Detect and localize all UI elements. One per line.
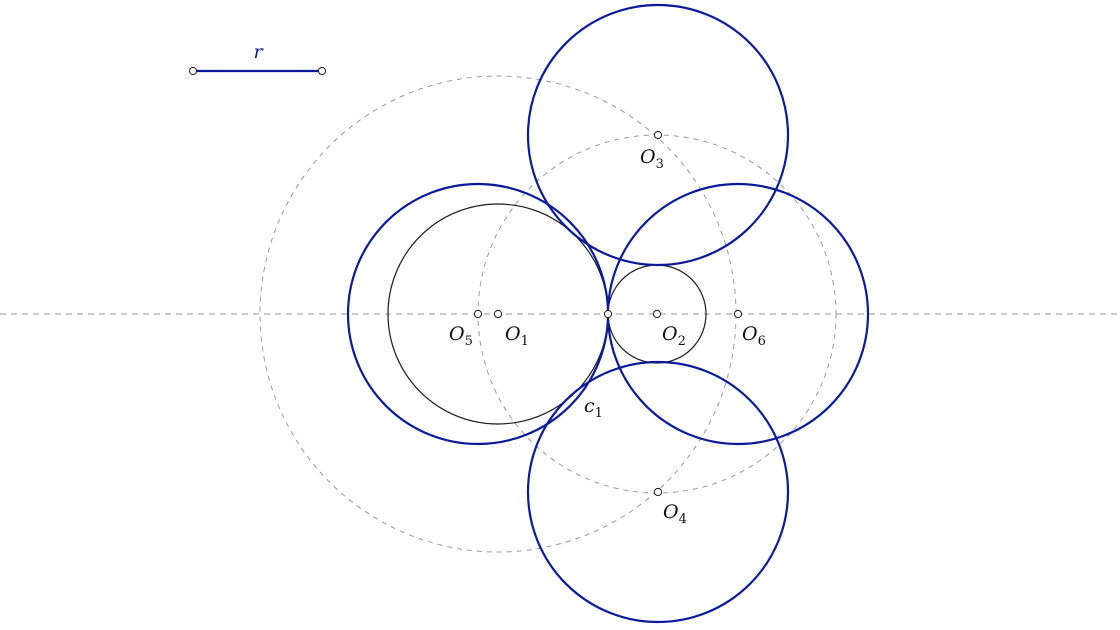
point-tangency [603,309,613,319]
segment-label: r [253,41,264,63]
label-o4: O4 [663,501,687,527]
point-o1 [493,309,503,319]
solution-circle-o3 [526,3,790,267]
point-o4 [653,487,663,497]
label-o2: O2 [662,323,686,349]
solution-circle-o4 [526,360,790,624]
label-o3: O3 [640,146,664,172]
point-o2 [652,309,662,319]
label-o1: O1 [505,323,529,349]
label-o5: O5 [449,323,473,349]
label-c1: c1 [584,395,603,421]
point-o6 [733,309,743,319]
segment-endpoint-left [188,66,198,76]
segment-endpoint-right [317,66,327,76]
point-o5 [473,309,483,319]
label-o6: O6 [742,323,766,349]
point-o3 [653,130,663,140]
